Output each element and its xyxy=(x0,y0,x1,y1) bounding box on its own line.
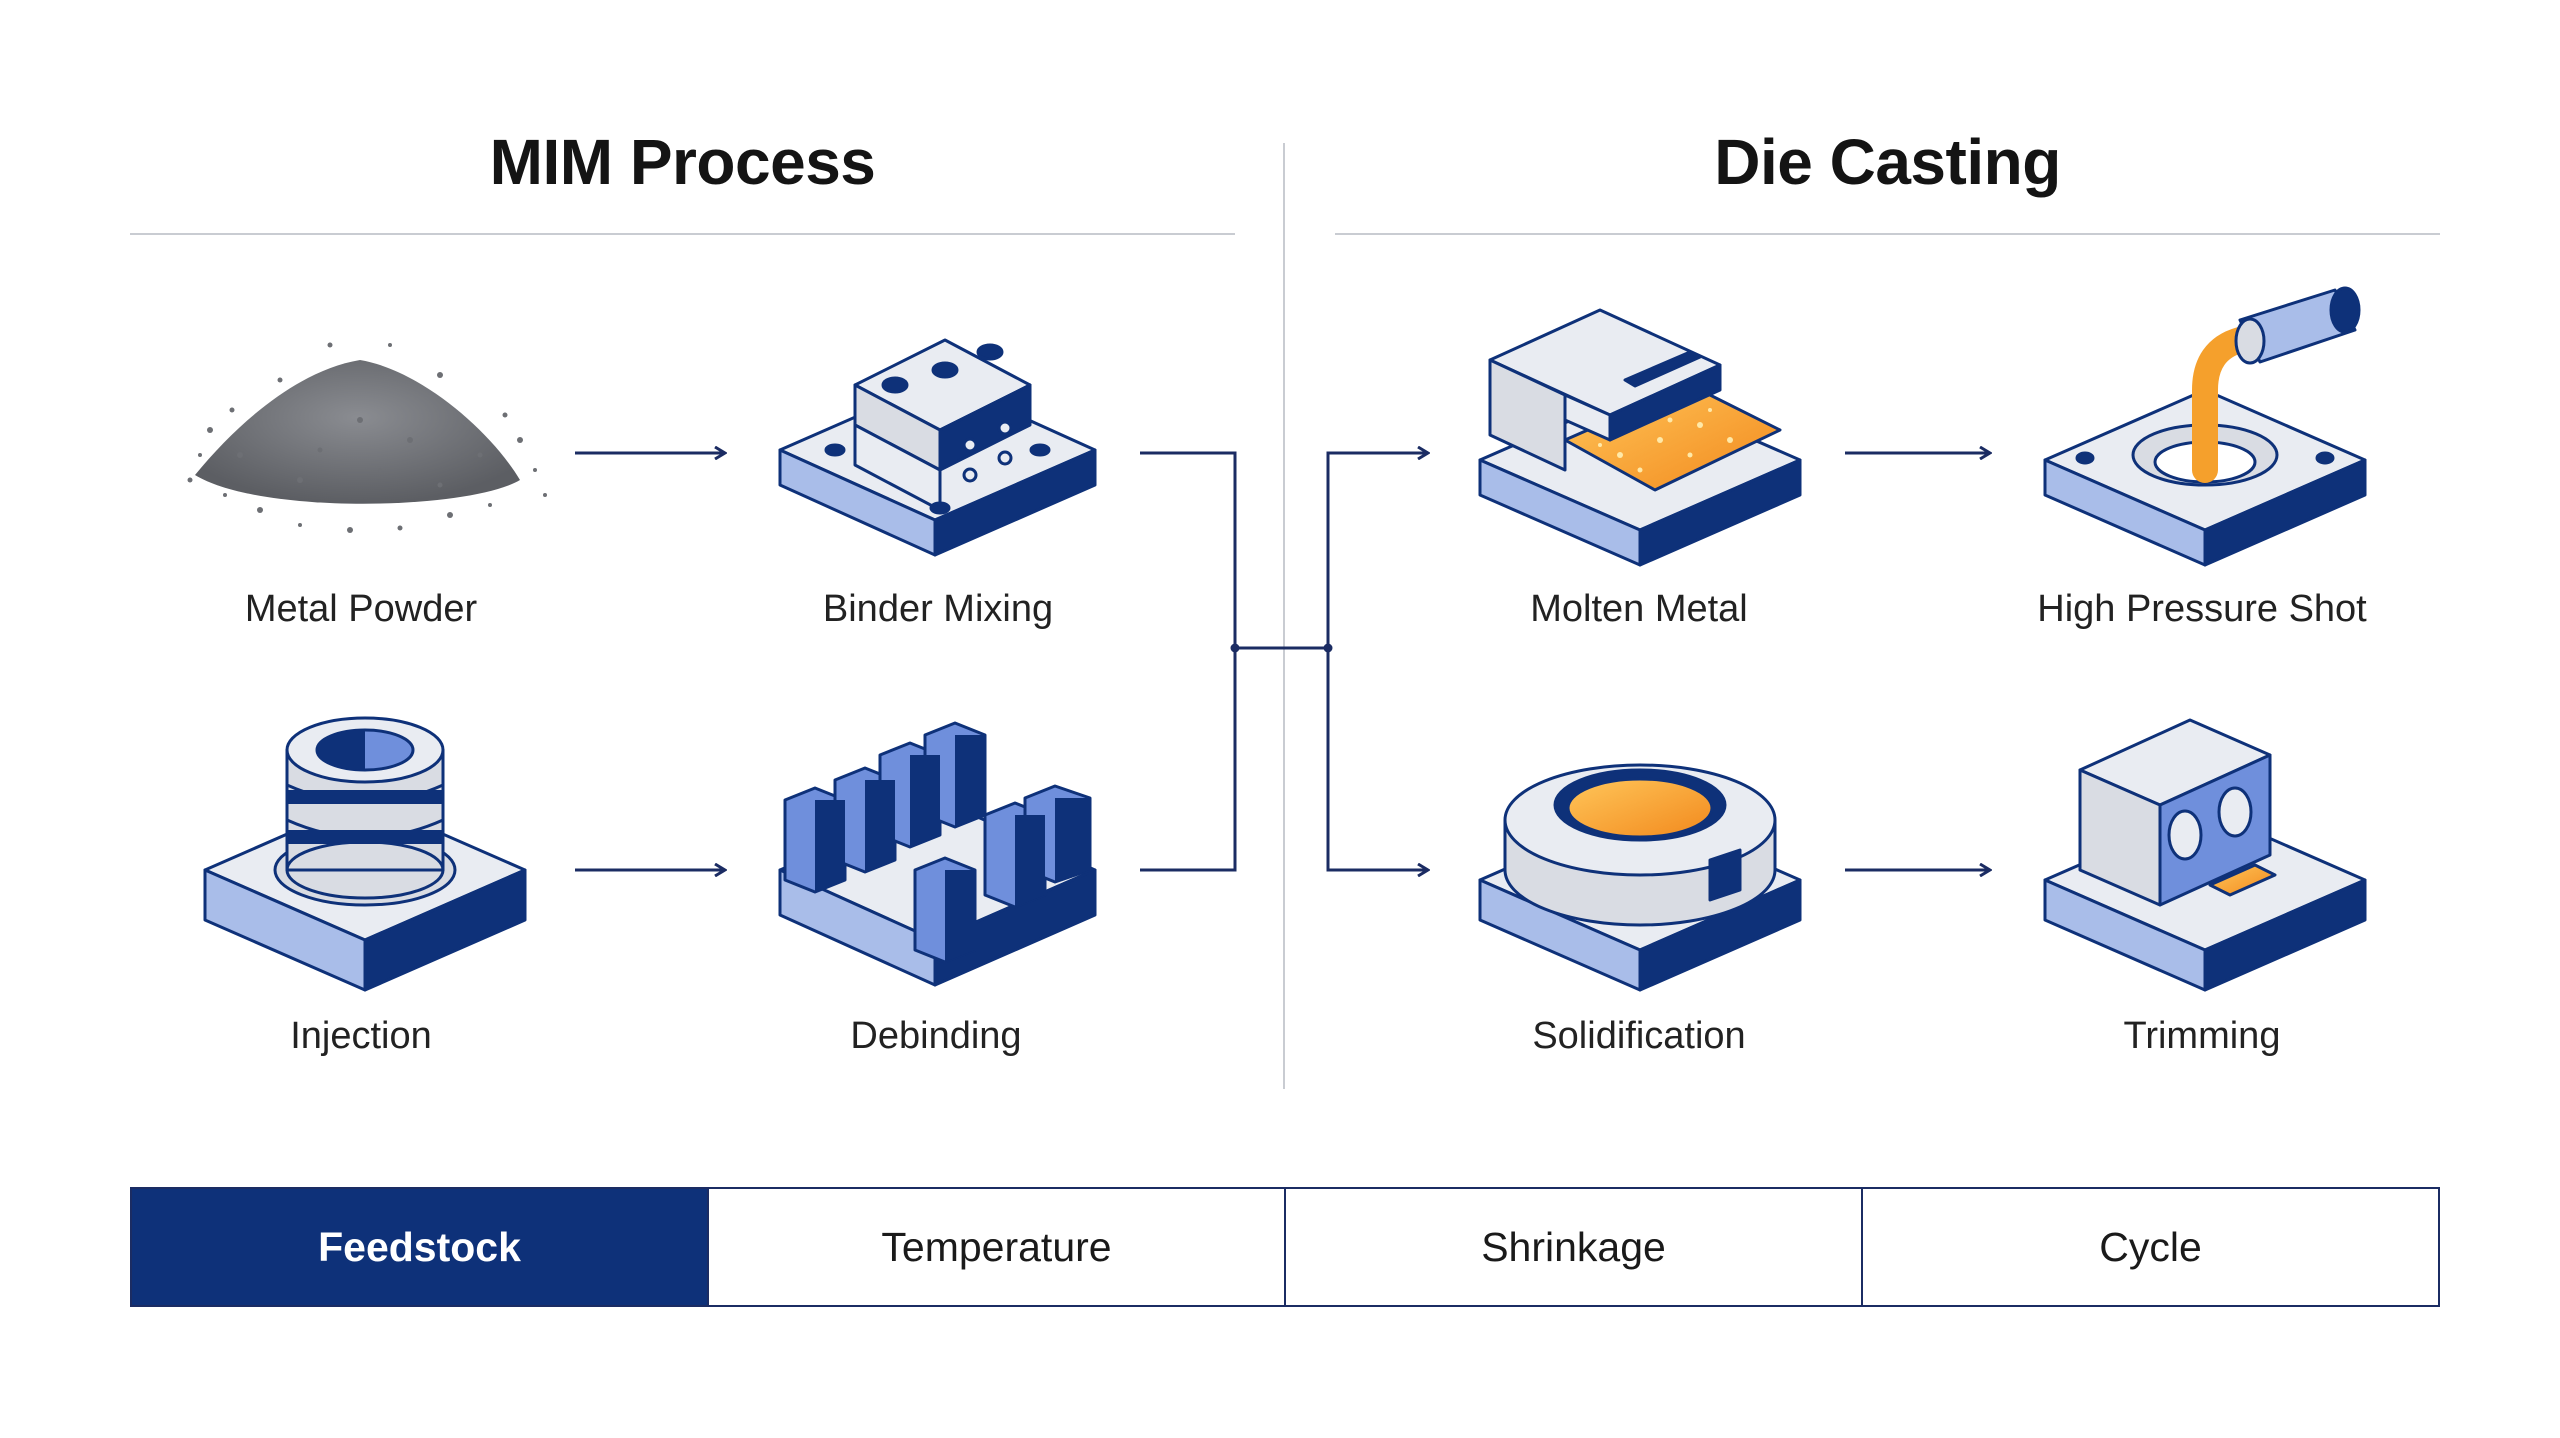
mim-output-bracket xyxy=(1140,451,1237,872)
injection-label: Injection xyxy=(290,1015,432,1057)
flow-connectors xyxy=(575,453,1990,870)
die-casting-heading: Die Casting xyxy=(1714,126,2061,198)
tab-feedstock[interactable]: Feedstock xyxy=(132,1189,707,1305)
injection-icon xyxy=(203,716,527,992)
metal-powder-icon xyxy=(187,342,547,533)
molten-metal-icon xyxy=(1478,308,1802,567)
tab-shrinkage[interactable]: Shrinkage xyxy=(1284,1189,1861,1305)
debinding-icon xyxy=(778,721,1097,987)
mim-heading-rule xyxy=(130,233,1235,235)
metal-powder-label: Metal Powder xyxy=(244,588,478,630)
high-pressure-shot-label: High Pressure Shot xyxy=(2037,588,2367,630)
die-casting-input-bracket xyxy=(1326,451,1428,872)
binder-mixing-icon xyxy=(778,338,1097,557)
tab-temperature[interactable]: Temperature xyxy=(707,1189,1284,1305)
comparison-tabs: Feedstock Temperature Shrinkage Cycle xyxy=(130,1187,2440,1307)
high-pressure-shot-icon xyxy=(2043,286,2367,567)
mim-process-heading: MIM Process xyxy=(489,126,876,198)
center-divider xyxy=(1283,143,1285,1089)
solidification-icon xyxy=(1478,763,1802,992)
molten-metal-label: Molten Metal xyxy=(1530,588,1748,630)
trimming-icon xyxy=(2043,718,2367,992)
tab-cycle[interactable]: Cycle xyxy=(1861,1189,2438,1305)
trimming-label: Trimming xyxy=(2123,1015,2281,1057)
binder-mixing-label: Binder Mixing xyxy=(822,588,1054,630)
solidification-label: Solidification xyxy=(1532,1015,1746,1057)
die-casting-heading-rule xyxy=(1335,233,2440,235)
debinding-label: Debinding xyxy=(850,1015,1022,1057)
